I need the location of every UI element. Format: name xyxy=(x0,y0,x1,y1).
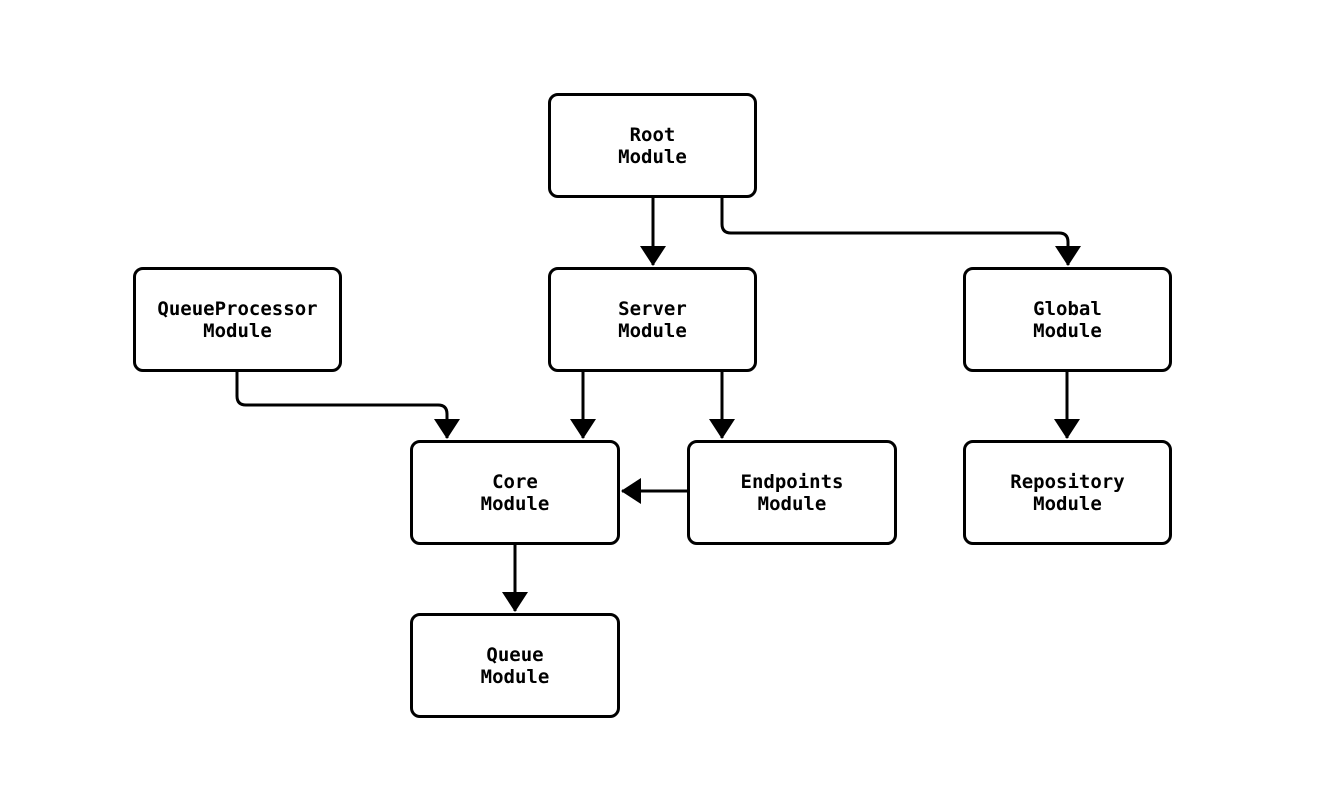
edge-queueprocessor-core xyxy=(235,372,460,439)
node-title: QueueProcessor xyxy=(157,297,318,320)
node-subtitle: Module xyxy=(757,492,827,515)
node-subtitle: Module xyxy=(618,145,687,168)
node-subtitle: Module xyxy=(480,492,550,515)
node-core-module: Core Module xyxy=(410,440,620,545)
node-title: Endpoints xyxy=(740,470,844,493)
node-root-module: Root Module xyxy=(548,93,757,198)
node-title: Server xyxy=(618,297,687,320)
node-subtitle: Module xyxy=(618,319,687,342)
node-title: Global xyxy=(1033,297,1102,320)
node-title: Queue xyxy=(486,643,544,666)
node-title: Core xyxy=(492,470,538,493)
node-subtitle: Module xyxy=(1033,492,1102,515)
node-subtitle: Module xyxy=(1033,319,1102,342)
node-server-module: Server Module xyxy=(548,267,757,372)
node-queueprocessor-module: QueueProcessor Module xyxy=(133,267,342,372)
node-endpoints-module: Endpoints Module xyxy=(687,440,897,545)
node-subtitle: Module xyxy=(480,665,550,688)
node-title: Repository xyxy=(1010,470,1125,493)
node-title: Root xyxy=(629,123,676,146)
node-global-module: Global Module xyxy=(963,267,1172,372)
node-repository-module: Repository Module xyxy=(963,440,1172,545)
node-subtitle: Module xyxy=(203,319,272,342)
node-queue-module: Queue Module xyxy=(410,613,620,718)
edge-root-global xyxy=(720,198,1081,266)
